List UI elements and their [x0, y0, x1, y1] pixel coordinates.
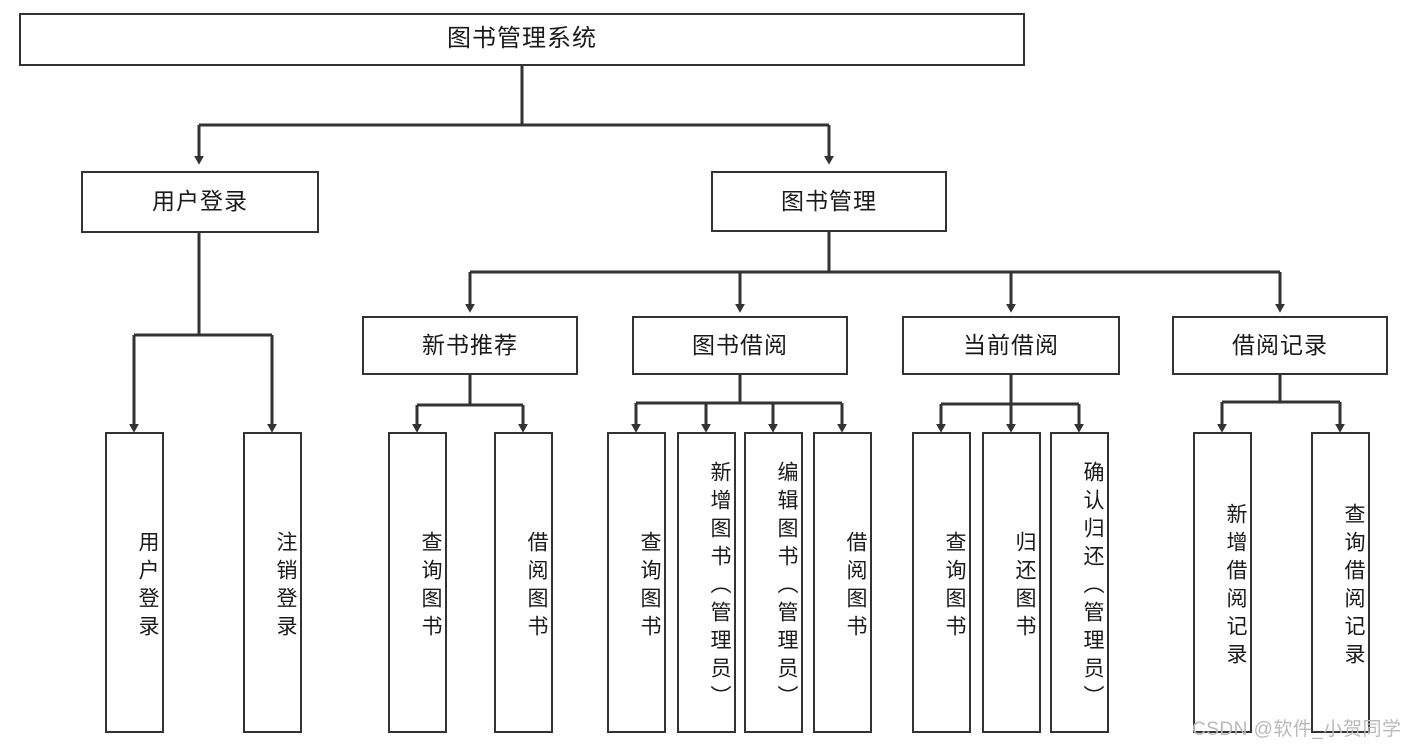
leaf-confirm-return[interactable]: 确认归还（管理员）: [1050, 432, 1109, 733]
leaf-query-book-recommend[interactable]: 查询图书: [388, 432, 447, 733]
leaf-query-borrow-record-label: 查询借阅记录: [1342, 502, 1365, 671]
leaf-user-logout-label: 注销登录: [274, 530, 297, 643]
leaf-edit-book-label: 编辑图书（管理员）: [775, 460, 798, 713]
leaf-query-borrow-record[interactable]: 查询借阅记录: [1311, 432, 1370, 733]
node-borrow-record-label: 借阅记录: [1232, 331, 1328, 358]
leaf-query-book-borrow-label: 查询图书: [638, 530, 661, 643]
leaf-add-borrow-record-label: 新增借阅记录: [1224, 502, 1247, 671]
leaf-add-borrow-record[interactable]: 新增借阅记录: [1193, 432, 1252, 733]
leaf-add-book-label: 新增图书（管理员）: [708, 460, 731, 713]
leaf-user-login-label: 用户登录: [136, 530, 159, 643]
leaf-return-book-label: 归还图书: [1013, 530, 1036, 643]
leaf-user-logout[interactable]: 注销登录: [243, 432, 302, 733]
leaf-borrow-book[interactable]: 借阅图书: [813, 432, 872, 733]
node-current-borrow[interactable]: 当前借阅: [902, 316, 1120, 375]
node-user-login[interactable]: 用户登录: [81, 171, 319, 233]
leaf-query-book-current-label: 查询图书: [943, 530, 966, 643]
node-root-system[interactable]: 图书管理系统: [19, 13, 1025, 66]
node-book-management-label: 图书管理: [781, 187, 877, 214]
node-borrow-record[interactable]: 借阅记录: [1172, 316, 1388, 375]
leaf-query-book-current[interactable]: 查询图书: [912, 432, 971, 733]
node-new-book-recommend-label: 新书推荐: [422, 331, 518, 358]
leaf-borrow-book-label: 借阅图书: [844, 530, 867, 643]
node-new-book-recommend[interactable]: 新书推荐: [362, 316, 578, 375]
csdn-watermark: CSDN @软件_小贺同学: [1192, 719, 1402, 740]
leaf-confirm-return-label: 确认归还（管理员）: [1081, 460, 1104, 713]
node-current-borrow-label: 当前借阅: [963, 331, 1059, 358]
node-root-system-label: 图书管理系统: [447, 25, 597, 53]
node-user-login-label: 用户登录: [152, 188, 248, 215]
leaf-query-book-borrow[interactable]: 查询图书: [607, 432, 666, 733]
leaf-add-book[interactable]: 新增图书（管理员）: [677, 432, 736, 733]
node-book-borrow-label: 图书借阅: [692, 331, 788, 358]
leaf-borrow-book-recommend[interactable]: 借阅图书: [494, 432, 553, 733]
leaf-query-book-recommend-label: 查询图书: [419, 530, 442, 643]
node-book-borrow[interactable]: 图书借阅: [632, 316, 848, 375]
leaf-user-login[interactable]: 用户登录: [105, 432, 164, 733]
leaf-edit-book[interactable]: 编辑图书（管理员）: [744, 432, 803, 733]
leaf-borrow-book-recommend-label: 借阅图书: [525, 530, 548, 643]
node-book-management[interactable]: 图书管理: [711, 171, 947, 232]
leaf-return-book[interactable]: 归还图书: [982, 432, 1041, 733]
